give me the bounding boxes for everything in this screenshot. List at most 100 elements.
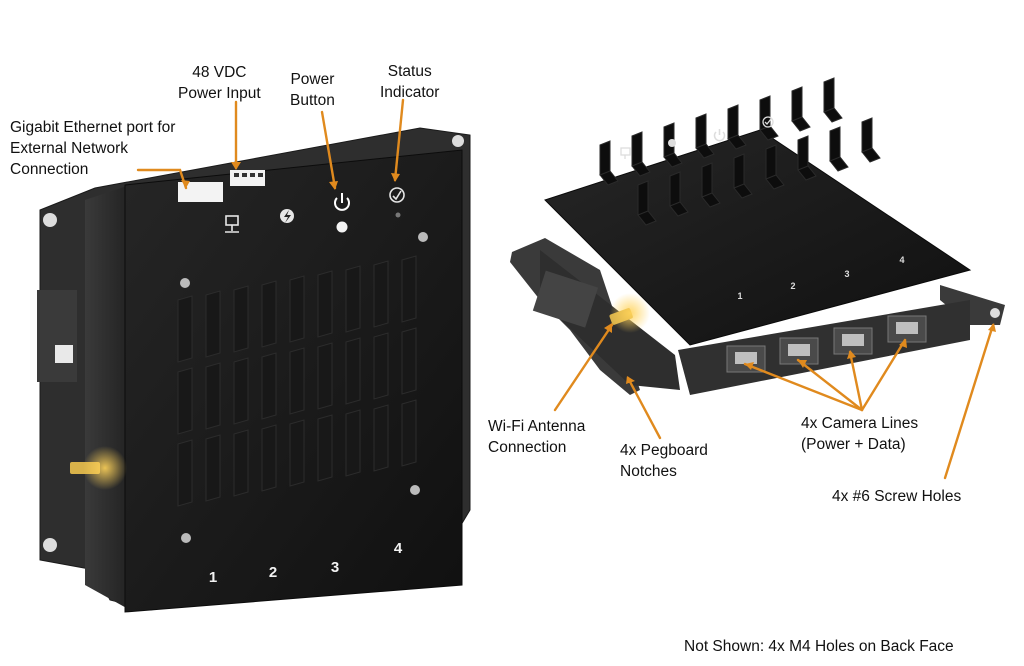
leader-arrowheads xyxy=(181,162,996,384)
leader-camera-1 xyxy=(743,362,864,412)
power-input-pins xyxy=(234,173,263,177)
perspective-heatsink-fin xyxy=(861,117,881,163)
heatsink-fin xyxy=(177,367,193,435)
perspective-port-numbers: 1 2 3 4 xyxy=(737,255,904,301)
perspective-heatsink-fin xyxy=(631,131,651,177)
perspective-serial-label xyxy=(532,270,599,328)
leader-status xyxy=(393,98,405,182)
heatsink-fin xyxy=(317,414,333,482)
perspective-heatsink-fin xyxy=(637,180,657,226)
power-input-port xyxy=(230,170,265,186)
heatsink-fin xyxy=(289,347,305,415)
front-left-side xyxy=(85,185,130,610)
port-number: 3 xyxy=(331,559,339,576)
perspective-heatsink-fin xyxy=(797,135,817,181)
heatsink-fin xyxy=(261,352,277,420)
heatsink-fin xyxy=(401,255,417,323)
front-wifi-glow xyxy=(83,446,127,490)
power-icon xyxy=(334,193,350,211)
callout-not-shown: Not Shown: 4x M4 Holes on Back Face xyxy=(684,638,954,655)
callout-pegboard-notches: 4x Pegboard Notches xyxy=(620,442,708,480)
screw xyxy=(410,485,420,495)
flange-hole xyxy=(452,135,464,147)
flange-hole xyxy=(43,538,57,552)
heatsink-fin xyxy=(177,295,193,363)
heatsink-fin xyxy=(233,429,249,497)
perspective-network-icon xyxy=(620,147,631,159)
heatsink-fin xyxy=(233,357,249,425)
perspective-heatsink-fin xyxy=(701,162,721,208)
bolt-icon xyxy=(280,209,294,223)
callout-wifi-antenna: Wi-Fi Antenna Connection xyxy=(488,418,586,456)
perspective-heatsink-fin xyxy=(733,153,753,199)
perspective-heatsink-fin xyxy=(695,113,715,159)
callout-power-button: Power Button xyxy=(290,71,335,109)
leader-screw xyxy=(943,323,995,480)
port-number: 2 xyxy=(269,564,277,581)
ethernet-port xyxy=(178,182,223,202)
heatsink-fin xyxy=(205,290,221,358)
perspective-power-icon xyxy=(713,129,726,142)
heatsink-fin xyxy=(401,399,417,467)
heatsink-fin xyxy=(317,270,333,338)
heatsink-fin xyxy=(401,327,417,395)
perspective-heatsink-fin xyxy=(823,77,843,123)
heatsink-fin xyxy=(289,419,305,487)
perspective-port-number: 3 xyxy=(844,269,849,279)
callout-power-input: 48 VDC Power Input xyxy=(178,64,261,102)
camera-port xyxy=(833,327,873,355)
callout-status-indicator: Status Indicator xyxy=(380,63,440,101)
leader-camera-2 xyxy=(796,358,864,412)
perspective-heatsink-fin xyxy=(765,144,785,190)
heatsink-fin xyxy=(373,332,389,400)
perspective-heatsink-fin xyxy=(727,104,747,150)
camera-ports xyxy=(726,315,927,373)
perspective-heatsink-fin xyxy=(599,140,619,186)
perspective-status-icon xyxy=(762,116,774,128)
camera-port-contacts xyxy=(788,344,810,356)
leader-wifi xyxy=(553,323,614,412)
perspective-heatsink-fin xyxy=(791,86,811,132)
callout-camera-lines: 4x Camera Lines (Power + Data) xyxy=(801,415,919,453)
perspective-heatsink-fin xyxy=(759,95,779,141)
perspective-right-flange xyxy=(940,285,1005,325)
callout-screw-holes: 4x #6 Screw Holes xyxy=(832,488,962,505)
heatsink-fin xyxy=(261,280,277,348)
device-perspective-view: 1 2 3 4 xyxy=(510,77,1005,395)
leader-pegboard xyxy=(626,376,662,440)
callout-ethernet: Gigabit Ethernet port for External Netwo… xyxy=(10,119,176,178)
perspective-wifi-glow xyxy=(610,293,650,333)
screw xyxy=(181,533,191,543)
perspective-heatsink-fin xyxy=(669,171,689,217)
heatsink-fin xyxy=(345,265,361,333)
camera-port-contacts xyxy=(896,322,918,334)
heatsink-fin xyxy=(233,285,249,353)
leader-power-button xyxy=(320,110,337,190)
port-number: 1 xyxy=(209,569,217,586)
heatsink-fins xyxy=(177,255,417,507)
heatsink-fin xyxy=(373,404,389,472)
heatsink-fin xyxy=(205,434,221,502)
perspective-port-number: 2 xyxy=(790,281,795,291)
leader-camera-3 xyxy=(848,350,864,412)
heatsink-fin xyxy=(373,260,389,328)
perspective-screw-hole xyxy=(990,308,1000,318)
leader-lines xyxy=(136,98,995,480)
screw xyxy=(418,232,428,242)
perspective-port-number: 4 xyxy=(899,255,904,265)
power-button xyxy=(336,221,348,233)
status-check-icon xyxy=(389,187,405,203)
heatsink-fin xyxy=(345,337,361,405)
perspective-top-plate xyxy=(544,129,972,346)
camera-port-contacts xyxy=(842,334,864,346)
heatsink-fin xyxy=(261,424,277,492)
leader-camera-4 xyxy=(860,338,907,412)
heatsink-fin xyxy=(177,439,193,507)
perspective-bolt-icon xyxy=(668,139,676,147)
perspective-heatsink-fin xyxy=(829,126,849,172)
heatsink-fin xyxy=(205,362,221,430)
perspective-port-number: 1 xyxy=(737,291,742,301)
qr-code xyxy=(55,345,73,363)
